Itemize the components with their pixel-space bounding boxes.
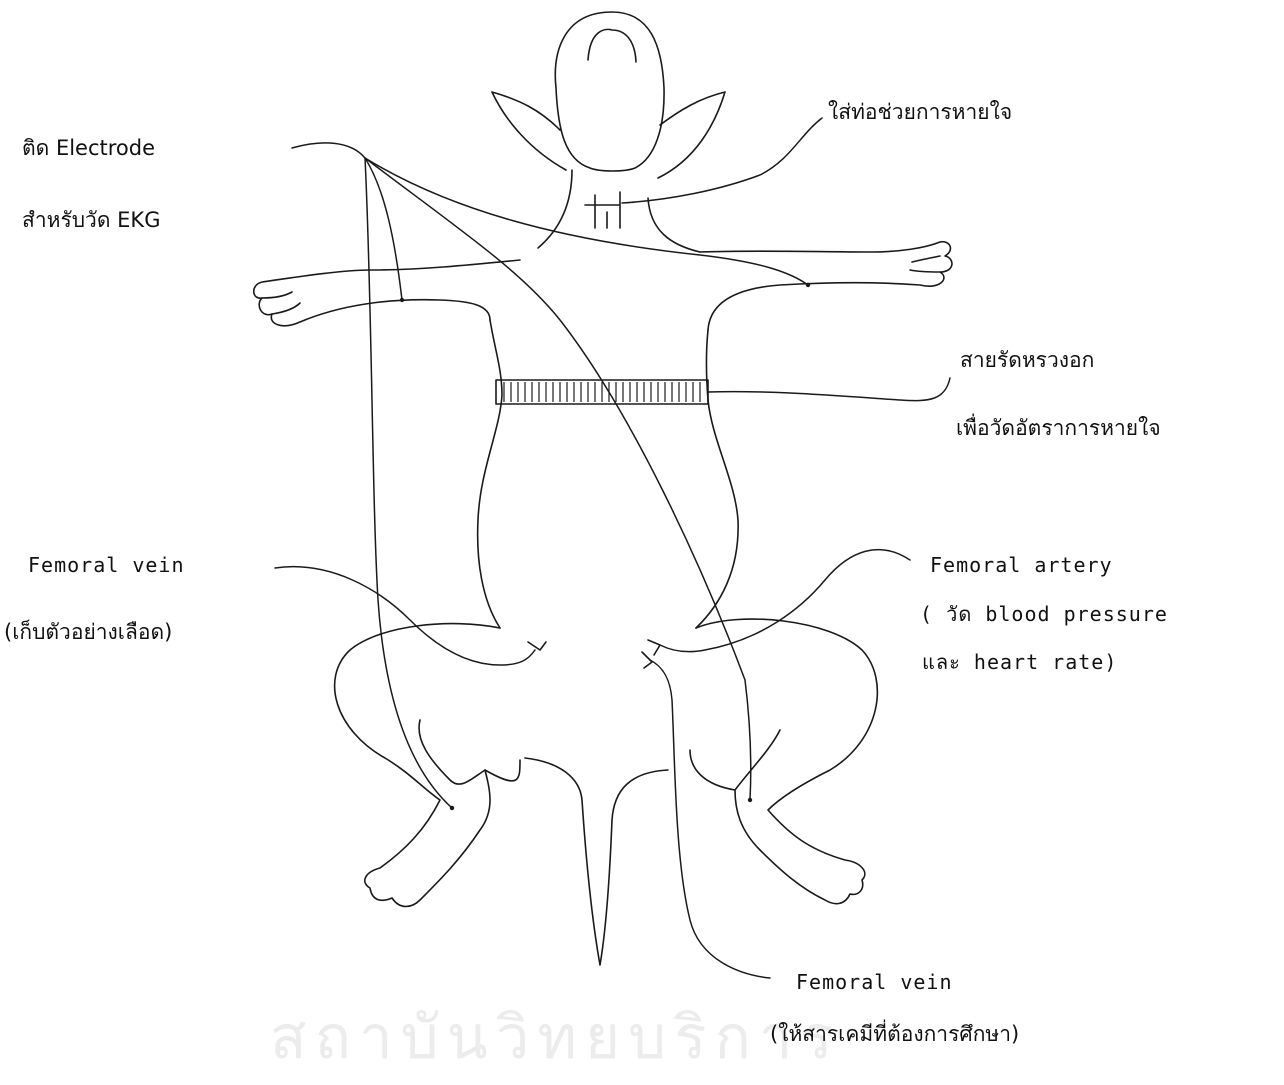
electrode-tip-left-leg	[450, 806, 454, 810]
femoral-vein-bottom-label-line1: Femoral vein	[796, 972, 953, 992]
femoral-vein-left-label-line2: (เก็บตัวอย่างเลือด)	[4, 622, 172, 643]
electrode-wire-left-leg	[365, 158, 452, 808]
femoral-vein-bottom-label-line2: (ให้สารเคมีที่ต้องการศึกษา)	[770, 1024, 1019, 1045]
chest-strap-label-line1: สายรัดหรวงอก	[960, 350, 1094, 371]
rat-leg-right-inner	[735, 730, 780, 790]
electrode-tip-right-arm	[806, 283, 810, 287]
femoral-vein-bottom-tip	[642, 652, 652, 668]
chest-strap-label-line2: เพื่อวัดอัตราการหายใจ	[956, 418, 1161, 439]
femoral-artery-tip	[648, 640, 660, 655]
electrode-wire-right-arm	[365, 158, 808, 285]
rat-ear-left	[492, 92, 566, 170]
electrode-label-line1: ติด Electrode	[22, 138, 155, 159]
trachea-leader-line	[622, 118, 822, 203]
rat-diagram	[0, 0, 1284, 1059]
femoral-vein-bottom-catheter	[650, 660, 770, 978]
rat-head	[555, 12, 664, 171]
rat-ear-right	[658, 92, 725, 178]
femoral-artery-label-line1: Femoral artery	[930, 555, 1113, 575]
rat-snout-inner	[588, 29, 636, 62]
femoral-artery-label-line2: ( วัด blood pressure	[920, 604, 1168, 624]
electrode-label-text1: ติด Electrode	[22, 136, 155, 160]
rat-leg-right	[690, 619, 877, 904]
femoral-vein-left-tip	[528, 642, 546, 650]
rat-paw-right-toes	[910, 256, 940, 272]
femoral-vein-left-catheter	[275, 567, 535, 665]
rat-neck-right	[648, 198, 700, 252]
rat-arm-left	[254, 260, 520, 326]
chest-strap-ticks	[504, 382, 700, 402]
trachea-label: ใส่ท่อช่วยการหายใจ	[828, 102, 1012, 123]
trachea-tube	[585, 192, 620, 228]
femoral-vein-left-label-line1: Femoral vein	[28, 555, 185, 575]
rat-arm-right	[700, 242, 952, 330]
electrode-tip-right-leg	[748, 798, 752, 802]
rat-paw-left-toes	[262, 292, 300, 314]
femoral-artery-label-line3: และ heart rate)	[922, 652, 1117, 672]
rat-neck-left	[538, 170, 572, 248]
rat-torso-right	[696, 330, 738, 628]
chest-strap-leader-line	[708, 378, 950, 401]
rat-torso-left	[478, 320, 502, 628]
rat-leg-left-inner	[419, 720, 485, 784]
electrode-tip-left-arm	[400, 298, 404, 302]
rat-leg-left	[335, 624, 520, 907]
electrode-label-line2: สำหรับวัด EKG	[22, 210, 160, 231]
rat-tail	[525, 758, 668, 965]
electrode-lead-main	[292, 143, 365, 158]
electrode-wire-left-arm	[365, 158, 402, 300]
